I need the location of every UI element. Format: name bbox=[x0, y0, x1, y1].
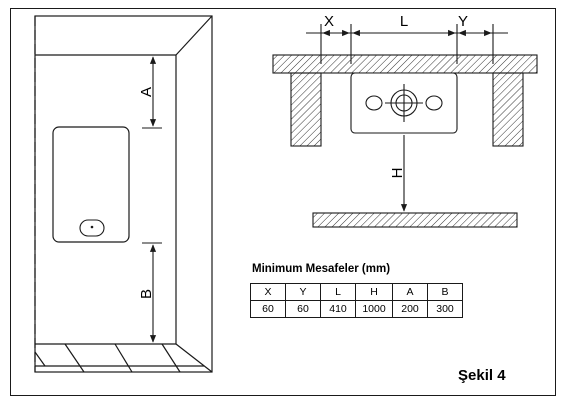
table-value-cell: 300 bbox=[427, 300, 463, 318]
figure-label: Şekil 4 bbox=[458, 367, 506, 384]
dimension-h-label: H bbox=[389, 168, 406, 179]
table-header-cell: B bbox=[427, 283, 463, 301]
left-wall bbox=[290, 72, 322, 147]
dimension-l-label: L bbox=[400, 13, 408, 30]
dimension-x-label: X bbox=[324, 13, 334, 30]
boiler-top-view bbox=[350, 72, 458, 134]
table-header-row: X Y L H A B bbox=[250, 283, 463, 301]
ceiling-corner bbox=[175, 15, 213, 56]
table-value-cell: 410 bbox=[320, 300, 356, 318]
pipe-left bbox=[365, 95, 383, 111]
pipe-right bbox=[425, 95, 443, 111]
lower-slab bbox=[312, 212, 518, 228]
floor-tile-line bbox=[64, 343, 85, 373]
table-value-cell: 1000 bbox=[355, 300, 393, 318]
table-header-cell: Y bbox=[285, 283, 321, 301]
table-title: Minimum Mesafeler (mm) bbox=[252, 263, 391, 275]
table-header-cell: X bbox=[250, 283, 286, 301]
boiler-front bbox=[52, 126, 130, 243]
dimension-a bbox=[142, 54, 162, 129]
table-value-cell: 200 bbox=[392, 300, 428, 318]
upper-slab bbox=[272, 54, 538, 74]
dimension-xly bbox=[306, 24, 508, 64]
table-value-row: 60 60 410 1000 200 300 bbox=[250, 300, 463, 318]
dimension-b-label: B bbox=[138, 289, 155, 299]
right-wall bbox=[492, 72, 524, 147]
boiler-body bbox=[52, 126, 130, 243]
minimum-distances-table: X Y L H A B 60 60 410 1000 200 300 bbox=[250, 283, 463, 318]
floor-tile-line bbox=[114, 343, 133, 373]
boiler-indicator bbox=[90, 225, 94, 229]
floor-corner bbox=[175, 343, 213, 373]
dimension-y-label: Y bbox=[458, 13, 468, 30]
floor-tile-line bbox=[161, 343, 181, 373]
dimension-b bbox=[142, 242, 162, 343]
figure-frame bbox=[10, 8, 556, 396]
table-header-cell: A bbox=[392, 283, 428, 301]
top-view bbox=[272, 54, 538, 228]
table-value-cell: 60 bbox=[250, 300, 286, 318]
table-header-cell: H bbox=[355, 283, 393, 301]
table-header-cell: L bbox=[320, 283, 356, 301]
floor-tile-line bbox=[34, 351, 46, 367]
dimension-a-label: A bbox=[138, 87, 155, 97]
table-value-cell: 60 bbox=[285, 300, 321, 318]
